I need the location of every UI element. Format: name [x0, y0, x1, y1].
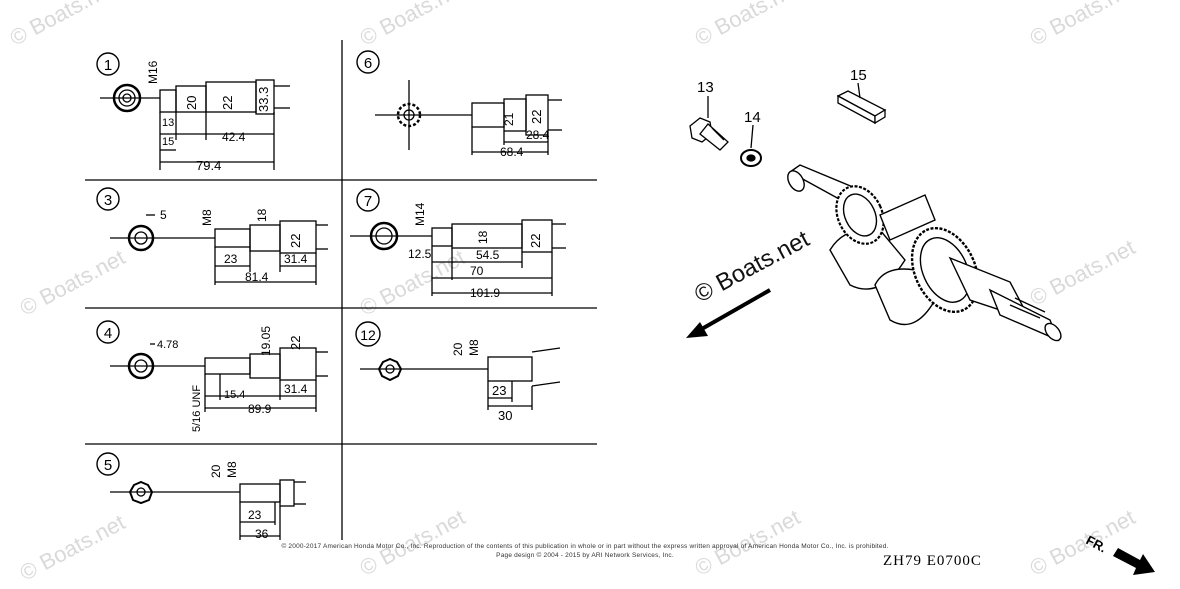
dim-length: 31.4: [284, 252, 308, 266]
dim-diameter: 22: [220, 96, 235, 110]
dim-offset: 5: [160, 208, 167, 222]
dim-diameter: 22: [529, 110, 544, 124]
panel-5-number: 5: [104, 457, 112, 474]
dim-thread: M8: [467, 339, 481, 356]
panel-4: 4 4.78 19.05 22 5/16 UNF 15.4 31.4 89.9: [96, 320, 328, 432]
dim-length: 15.4: [224, 389, 245, 401]
dim-diameter: 18: [255, 208, 269, 222]
dim-length: 68.4: [500, 145, 524, 159]
panel-1: 1 M16 20 22 33.3 13 15 42.4 79.4: [96, 52, 290, 173]
dim-diameter: 22: [528, 234, 543, 248]
dim-thread: M16: [146, 60, 160, 84]
dim-diameter: 21: [502, 112, 516, 126]
panel-6-number: 6: [364, 55, 372, 72]
dim-length: 28.4: [526, 128, 550, 142]
panel-3: 3 5 M8 18 22 23 31.4 81.4: [96, 187, 328, 285]
dim-diameter: 33.3: [256, 87, 271, 112]
crankshaft: [787, 164, 1062, 342]
panel-7: 7 M14 18 22 12.5 54.5 70 101.9: [350, 188, 566, 300]
key-part: [836, 82, 887, 125]
copyright-notice: © 2000-2017 American Honda Motor Co., In…: [175, 542, 995, 560]
dim-diameter: 20: [451, 342, 465, 356]
panel-7-number: 7: [364, 193, 372, 210]
center-watermark: © Boats.net: [690, 225, 814, 308]
dim-length: 13: [162, 117, 174, 129]
copyright-line: © 2000-2017 American Honda Motor Co., In…: [281, 543, 889, 550]
panel-12: 12 20 M8 23 30: [355, 321, 561, 423]
dim-length: 42.4: [222, 130, 246, 144]
dim-thread: M14: [413, 202, 427, 226]
part-number-key: 15: [850, 67, 867, 84]
front-label: FR.: [1084, 532, 1110, 555]
dim-diameter: 18: [476, 230, 490, 244]
part-number-bolt: 13: [697, 79, 714, 96]
panel-12-number: 12: [360, 327, 376, 343]
dim-length: 23: [248, 508, 262, 522]
panel-6: 6 21 22 28.4 68.4: [356, 50, 562, 159]
panel-1-number: 1: [104, 57, 112, 74]
dim-length: 54.5: [476, 248, 500, 262]
washer-part: [740, 124, 762, 167]
dim-length: 36: [255, 527, 269, 541]
dim-diameter: 22: [288, 336, 303, 350]
dim-length: 79.4: [196, 158, 221, 173]
dim-diameter: 20: [209, 464, 223, 478]
dim-diameter: 22: [288, 234, 303, 248]
dim-diameter: 19.05: [259, 326, 273, 356]
dim-length: 101.9: [470, 286, 500, 300]
dim-thread: 5/16 UNF: [191, 385, 203, 432]
diagram-code: ZH79 E0700C: [883, 553, 982, 569]
dim-length: 81.4: [245, 270, 269, 284]
dim-length: 30: [498, 408, 512, 423]
dim-length: 70: [470, 264, 484, 278]
dim-length: 15: [162, 136, 174, 148]
dim-length: 12.5: [408, 247, 432, 261]
dim-thread: M8: [200, 209, 214, 226]
bolt-part: [689, 96, 729, 151]
dim-length: 31.4: [284, 382, 308, 396]
page-design-line: Page design © 2004 - 2015 by ARI Network…: [496, 552, 674, 559]
dim-offset: 4.78: [157, 339, 178, 351]
direction-arrow: [686, 288, 771, 338]
dim-length: 23: [492, 383, 506, 398]
panel-4-number: 4: [104, 325, 112, 342]
part-number-washer: 14: [744, 109, 761, 126]
dim-diameter: 20: [184, 96, 199, 110]
panel-3-number: 3: [104, 192, 112, 209]
panel-5: 5 20 M8 23 36: [96, 452, 306, 541]
dim-length: 23: [224, 252, 238, 266]
dim-length: 89.9: [248, 402, 272, 416]
dim-thread: M8: [225, 461, 239, 478]
front-direction-badge: FR.: [1084, 532, 1155, 575]
